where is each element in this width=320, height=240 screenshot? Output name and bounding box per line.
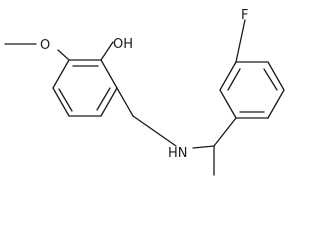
- bond-c-ch2: [116, 87, 134, 117]
- fluorine-label: F: [241, 8, 248, 23]
- bond-c-f: [235, 19, 246, 63]
- bond-ch-aryl: [213, 117, 237, 147]
- bond-double-inner: [58, 88, 73, 112]
- phenol-ring: [52, 59, 118, 117]
- bond-double-inner: [263, 68, 278, 91]
- bond: [219, 89, 237, 119]
- fluorophenyl-ring: [219, 61, 285, 119]
- bond: [267, 89, 285, 119]
- amine-label: HN: [168, 146, 188, 161]
- molecule-structure: O OH HN F: [4, 8, 285, 176]
- bond: [100, 87, 118, 117]
- bond-double-inner: [96, 87, 111, 111]
- bond-ch2-n: [132, 115, 177, 147]
- bond-double-inner: [227, 68, 241, 91]
- bond: [52, 87, 70, 117]
- oxygen-methoxy-label: O: [40, 38, 50, 53]
- bond: [219, 61, 237, 91]
- bond-n-ch: [192, 145, 215, 149]
- bond: [267, 61, 285, 91]
- bond-c-oh: [100, 41, 114, 61]
- bond: [52, 59, 70, 89]
- hydroxyl-label: OH: [113, 37, 133, 52]
- bond-c-o-methoxy: [57, 49, 70, 61]
- bond: [100, 59, 118, 89]
